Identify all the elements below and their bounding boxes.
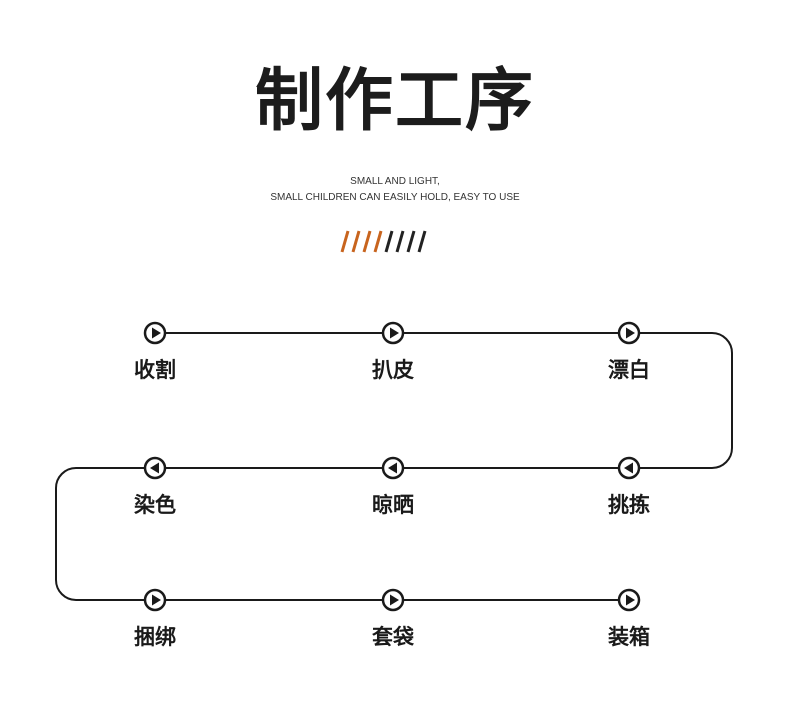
step-marker-icon (381, 456, 405, 480)
step-label: 晾晒 (372, 493, 414, 517)
step-label: 捆绑 (134, 625, 176, 649)
step-marker-icon (143, 321, 167, 345)
step-marker-icon (381, 321, 405, 345)
step-marker-icon (143, 456, 167, 480)
slash-6 (395, 230, 405, 253)
step-label: 套袋 (372, 625, 414, 649)
step-marker-icon (617, 588, 641, 612)
step-marker-icon (617, 321, 641, 345)
step-marker-icon (381, 588, 405, 612)
slash-8 (417, 230, 427, 253)
slash-7 (406, 230, 416, 253)
step-marker-icon (617, 456, 641, 480)
slash-3 (362, 230, 372, 253)
slash-4 (373, 230, 383, 253)
step-label: 漂白 (608, 358, 650, 382)
subtitle-line-2: SMALL CHILDREN CAN EASILY HOLD, EASY TO … (270, 192, 520, 203)
slash-2 (351, 230, 361, 253)
step-label: 扒皮 (372, 358, 414, 382)
decorative-slashes (340, 230, 427, 253)
slash-5 (384, 230, 394, 253)
step-label: 装箱 (608, 625, 650, 649)
page-title: 制作工序 (254, 62, 535, 141)
slash-1 (340, 230, 350, 253)
step-label: 染色 (134, 493, 176, 517)
step-label: 收割 (134, 358, 176, 382)
subtitle-line-1: SMALL AND LIGHT, (350, 176, 440, 187)
step-marker-icon (143, 588, 167, 612)
step-label: 挑拣 (608, 493, 650, 517)
